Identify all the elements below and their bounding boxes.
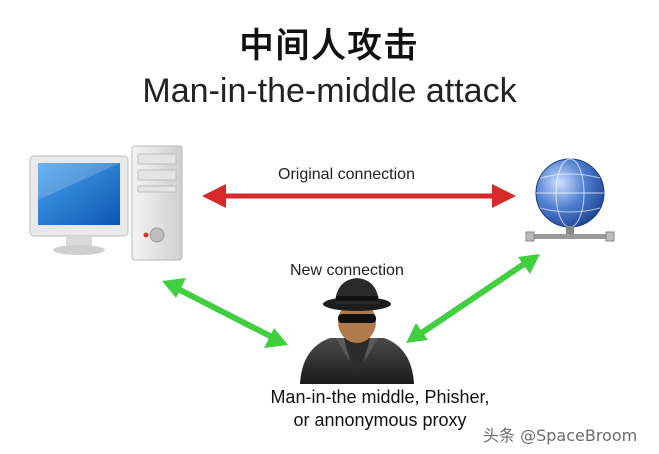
watermark: 头条 @SpaceBroom [483, 426, 638, 445]
attacker-caption-line1: Man-in-the middle, Phisher, [270, 387, 490, 407]
attacker-caption: Man-in-the middle, Phisher, or annonymou… [230, 386, 530, 432]
original-connection-label: Original connection [278, 166, 415, 183]
new-connection-label: New connection [290, 262, 404, 279]
new-connection-arrow-right [406, 254, 540, 343]
hacker-fedora-icon [300, 278, 414, 384]
attacker-caption-line2: or annonymous proxy [293, 410, 467, 430]
new-connection-arrow-left [162, 278, 288, 348]
original-connection-arrow [202, 184, 516, 208]
desktop-computer-icon [29, 145, 183, 261]
title-english: Man-in-the-middle attack [142, 72, 517, 110]
globe-server-icon [525, 158, 615, 242]
title-chinese: 中间人攻击 [239, 26, 420, 66]
